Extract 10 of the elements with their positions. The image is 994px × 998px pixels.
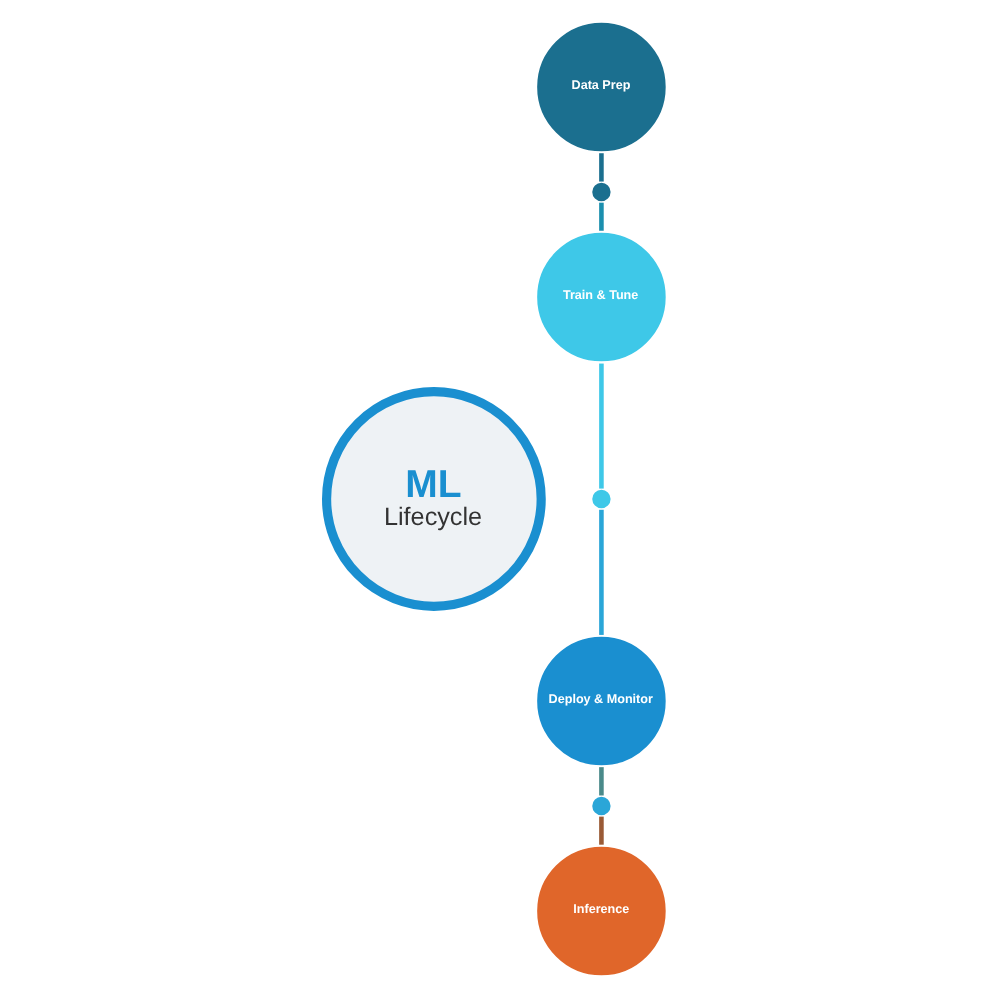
node-circle xyxy=(589,794,613,818)
connector xyxy=(599,816,604,845)
connector xyxy=(599,363,604,489)
node-circle: ML Lifecycle xyxy=(322,387,546,611)
node-circle xyxy=(589,487,613,511)
node-circle xyxy=(589,180,613,204)
connector xyxy=(599,153,604,182)
connector xyxy=(599,202,604,231)
connector xyxy=(599,767,604,796)
connector xyxy=(599,509,604,635)
